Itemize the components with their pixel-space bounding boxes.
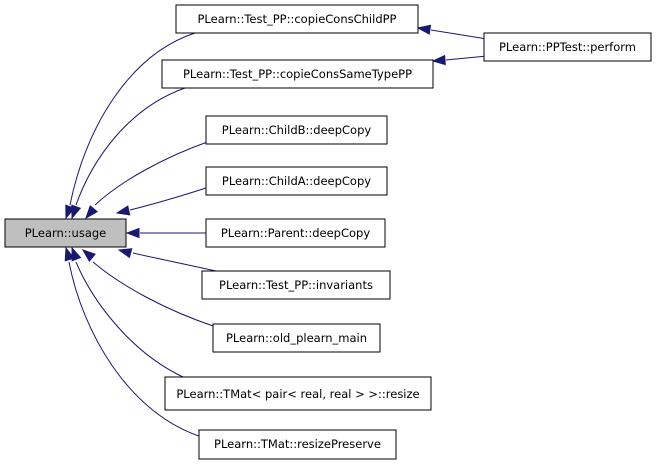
node-usage[interactable]: PLearn::usage xyxy=(4,218,127,248)
edge-oldMain-to-usage xyxy=(81,249,217,328)
node-parent-deepcopy-box xyxy=(205,218,386,248)
edge-line xyxy=(94,140,211,206)
arrowhead xyxy=(416,24,432,35)
node-childb-deepcopy-label: PLearn::ChildB::deepCopy xyxy=(222,123,372,137)
node-copie-cons-child-pp-box xyxy=(175,4,419,34)
node-copie-cons-same-type-pp-label: PLearn::Test_PP::copieConsSameTypePP xyxy=(183,67,412,81)
node-childb-deepcopy[interactable]: PLearn::ChildB::deepCopy xyxy=(205,115,388,145)
arrowhead xyxy=(125,227,140,239)
node-tmat-resize-box xyxy=(164,376,432,411)
arrowhead xyxy=(71,246,82,262)
node-copie-cons-same-type-pp[interactable]: PLearn::Test_PP::copieConsSameTypePP xyxy=(161,59,434,89)
edge-childA-to-usage xyxy=(115,187,207,216)
node-tmat-resize-preserve-box xyxy=(198,429,397,460)
node-pptest-perform[interactable]: PLearn::PPTest::perform xyxy=(483,32,652,62)
node-childa-deepcopy-label: PLearn::ChildA::deepCopy xyxy=(222,174,371,188)
node-test-pp-invariants-box xyxy=(201,270,391,300)
node-tmat-resize[interactable]: PLearn::TMat< pair< real, real > >::resi… xyxy=(164,376,432,411)
nodes-layer: PLearn::usage PLearn::Test_PP::copieCons… xyxy=(4,4,652,460)
arrowhead xyxy=(81,249,96,263)
edge-tmatResize-to-usage xyxy=(71,246,184,378)
node-childb-deepcopy-box xyxy=(205,115,388,145)
edge-line xyxy=(69,32,196,206)
edge-perform-to-copieConsSameTypePP xyxy=(431,54,488,66)
node-parent-deepcopy-label: PLearn::Parent::deepCopy xyxy=(221,226,371,240)
arrowhead xyxy=(64,246,75,262)
edge-line xyxy=(92,261,217,328)
node-usage-label: PLearn::usage xyxy=(25,226,107,240)
edge-line xyxy=(445,55,488,61)
edge-parent-to-usage xyxy=(125,227,206,239)
edge-line xyxy=(132,252,217,272)
node-pptest-perform-box xyxy=(483,32,652,62)
node-copie-cons-same-type-pp-box xyxy=(161,59,434,89)
node-pptest-perform-label: PLearn::PPTest::perform xyxy=(499,40,636,54)
node-tmat-resize-preserve-label: PLearn::TMat::resizePreserve xyxy=(214,437,381,451)
edge-line xyxy=(129,187,207,211)
node-childa-deepcopy-box xyxy=(205,166,388,196)
node-childa-deepcopy[interactable]: PLearn::ChildA::deepCopy xyxy=(205,166,388,196)
edge-copieConsSameTypePP-to-usage xyxy=(71,87,186,220)
arrowhead xyxy=(71,204,82,220)
arrowhead xyxy=(117,248,133,259)
edge-line xyxy=(430,29,488,40)
node-copie-cons-child-pp[interactable]: PLearn::Test_PP::copieConsChildPP xyxy=(175,4,419,34)
node-test-pp-invariants[interactable]: PLearn::Test_PP::invariants xyxy=(201,270,391,300)
node-test-pp-invariants-label: PLearn::Test_PP::invariants xyxy=(219,278,373,292)
edge-line xyxy=(68,261,206,439)
edge-invariants-to-usage xyxy=(117,248,217,272)
node-usage-box xyxy=(4,218,127,248)
edge-childB-to-usage xyxy=(85,140,211,220)
node-old-plearn-main[interactable]: PLearn::old_plearn_main xyxy=(212,323,381,353)
node-tmat-resize-preserve[interactable]: PLearn::TMat::resizePreserve xyxy=(198,429,397,460)
edge-line xyxy=(75,87,186,206)
node-tmat-resize-label: PLearn::TMat< pair< real, real > >::resi… xyxy=(176,387,419,401)
node-old-plearn-main-box xyxy=(212,323,381,353)
arrowhead xyxy=(431,54,446,66)
edge-perform-to-copieConsChildPP xyxy=(416,24,488,40)
node-parent-deepcopy[interactable]: PLearn::Parent::deepCopy xyxy=(205,218,386,248)
edge-line xyxy=(75,261,184,378)
node-copie-cons-child-pp-label: PLearn::Test_PP::copieConsChildPP xyxy=(198,12,397,26)
arrowhead xyxy=(85,205,99,220)
node-old-plearn-main-label: PLearn::old_plearn_main xyxy=(226,331,367,345)
edges-layer xyxy=(64,24,488,439)
edge-resizePreserve-to-usage xyxy=(64,246,206,439)
arrowhead xyxy=(115,205,131,216)
